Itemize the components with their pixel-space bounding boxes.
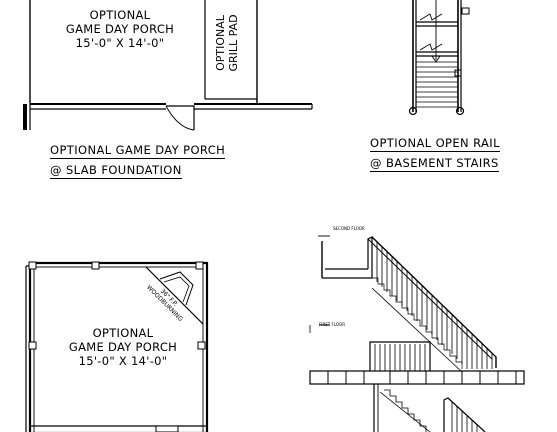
- grill-pad-label-1: OPTIONAL: [214, 15, 227, 71]
- rail-caption-1: OPTIONAL OPEN RAIL: [370, 136, 500, 152]
- wall-post: [23, 104, 27, 130]
- grill-pad-label: OPTIONAL GRILL PAD: [214, 8, 240, 78]
- stair-section: [309, 235, 525, 432]
- first-floor-railing: [374, 344, 426, 371]
- rail-caption-2: @ BASEMENT STAIRS: [370, 156, 499, 172]
- second-floor-label: SECOND FLOOR: [333, 226, 365, 231]
- top-porch-caption-1: OPTIONAL GAME DAY PORCH: [50, 143, 226, 159]
- top-porch-label-1: OPTIONAL: [89, 8, 151, 22]
- top-porch-label-2: GAME DAY PORCH: [65, 22, 175, 36]
- bottom-porch-size: 15'-0" X 14'-0": [78, 354, 168, 368]
- bottom-porch-room-name: OPTIONAL GAME DAY PORCH 15'-0" X 14'-0": [58, 326, 188, 368]
- top-porch-size: 15'-0" X 14'-0": [75, 36, 165, 50]
- bottom-porch-label-1: OPTIONAL: [92, 326, 154, 340]
- section-balusters: [376, 242, 493, 369]
- open-rail-stair-plan: [408, 0, 470, 116]
- stair-treads: [416, 61, 458, 108]
- grill-pad-label-2: GRILL PAD: [227, 14, 240, 72]
- top-porch-room-name: OPTIONAL GAME DAY PORCH 15'-0" X 14'-0": [60, 8, 180, 50]
- bottom-porch-label-2: GAME DAY PORCH: [68, 340, 178, 354]
- top-porch-plan: [23, 0, 313, 131]
- first-floor-label: FIRST FLOOR: [319, 322, 345, 327]
- floor-joists: [327, 371, 517, 384]
- top-porch-caption-2: @ SLAB FOUNDATION: [50, 163, 182, 179]
- bottom-porch-plan: [25, 261, 209, 432]
